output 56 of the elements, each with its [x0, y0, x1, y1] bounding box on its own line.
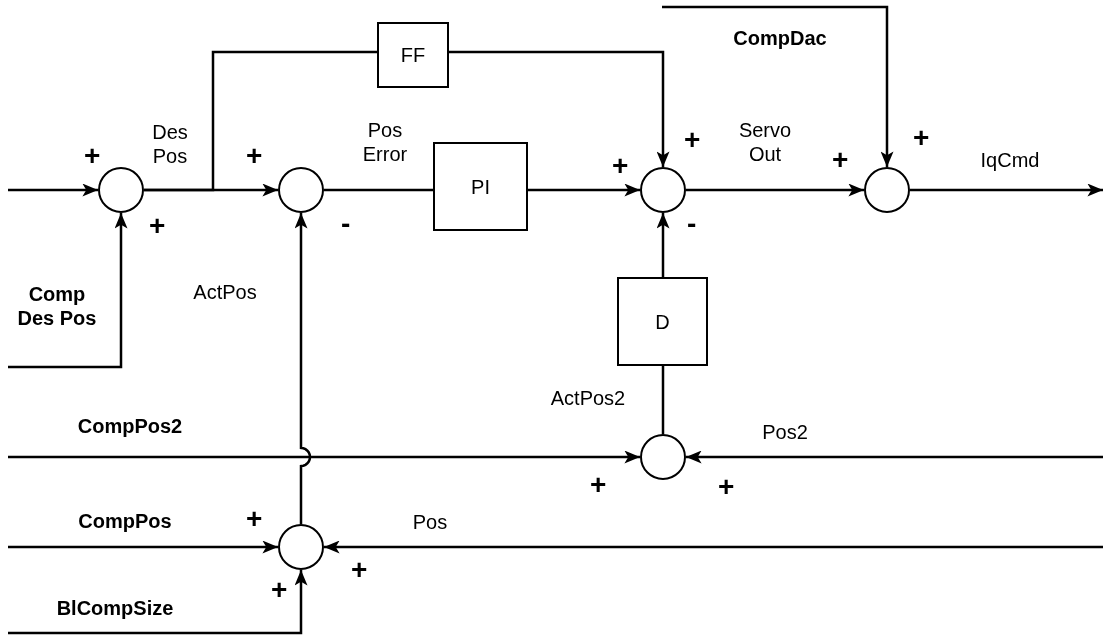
edge-label: BlCompSize: [55, 596, 175, 620]
sign-label: -: [341, 210, 351, 238]
summing-junction: [278, 524, 324, 570]
edge-label: Comp Des Pos: [16, 282, 98, 330]
edge-label: ActPos: [192, 280, 258, 304]
sign-label: +: [612, 152, 629, 180]
arrow: [294, 213, 312, 524]
arrow: [8, 450, 640, 464]
edge-label: Servo Out: [737, 118, 793, 166]
arrow: [8, 183, 98, 197]
edge-label: CompPos2: [76, 414, 184, 438]
sign-label: +: [246, 505, 263, 533]
block-label: PI: [471, 175, 490, 198]
block-label: D: [655, 310, 670, 333]
block-label: FF: [400, 44, 426, 66]
edge-label: Des Pos: [151, 120, 189, 168]
sign-label: +: [590, 471, 607, 499]
summing-junction: [640, 167, 686, 213]
edge-label: Pos2: [761, 420, 809, 444]
summing-junction: [640, 434, 686, 480]
arrow: [662, 5, 894, 167]
connector-line: [144, 50, 377, 192]
edge-label: Pos Error: [361, 118, 409, 166]
sign-label: +: [832, 146, 849, 174]
arrow: [686, 183, 864, 197]
sign-label: +: [84, 142, 101, 170]
arrow: [8, 213, 128, 369]
edge-label: ActPos2: [549, 386, 627, 410]
arrow: [686, 450, 1103, 464]
arrow: [8, 540, 278, 554]
sign-label: +: [246, 142, 263, 170]
sign-label: +: [718, 473, 735, 501]
transfer-block: [377, 22, 449, 88]
arrow: [324, 540, 1103, 554]
transfer-block: [433, 142, 528, 231]
sign-label: +: [913, 124, 930, 152]
sign-label: +: [149, 212, 166, 240]
arrow: [528, 183, 640, 197]
sign-label: +: [271, 576, 288, 604]
arrow: [8, 570, 308, 635]
summing-junction: [98, 167, 144, 213]
sign-label: -: [687, 210, 697, 238]
arrow: [910, 183, 1103, 197]
connector-line: [661, 366, 665, 434]
sign-label: +: [684, 126, 701, 154]
arrow: [449, 50, 670, 167]
edge-label: CompPos: [77, 509, 173, 533]
summing-junction: [864, 167, 910, 213]
edge-label: Pos: [411, 510, 449, 534]
sign-label: +: [351, 556, 368, 584]
connector-line: [324, 188, 433, 192]
edge-label: IqCmd: [979, 148, 1041, 172]
arrow: [656, 213, 670, 277]
transfer-block: [617, 277, 708, 366]
summing-junction: [278, 167, 324, 213]
edge-label: CompDac: [732, 26, 828, 50]
